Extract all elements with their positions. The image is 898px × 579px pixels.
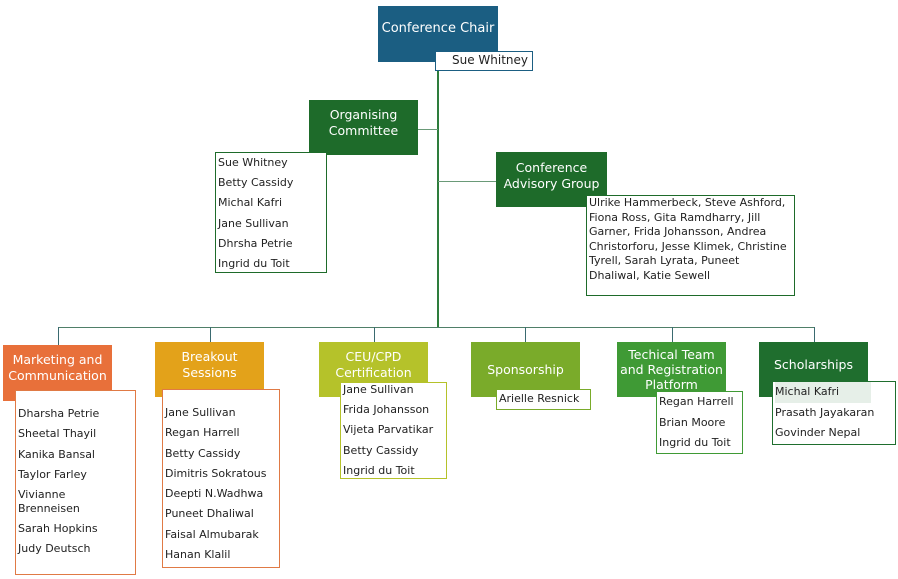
member: Betty Cassidy bbox=[343, 443, 419, 457]
member: Kanika Bansal bbox=[18, 447, 95, 461]
member: Hanan Klalil bbox=[165, 548, 231, 562]
drop-connector bbox=[672, 327, 673, 342]
organising-committee-node[interactable]: Organising Committee bbox=[309, 100, 418, 155]
drop-connector bbox=[525, 327, 526, 342]
member: Prasath Jayakaran bbox=[775, 405, 875, 419]
member: Dimitris Sokratous bbox=[165, 466, 267, 480]
member: Michal Kafri bbox=[218, 196, 283, 210]
member: Betty Cassidy bbox=[218, 176, 294, 190]
group-members-technical: Regan Harrell Brian Moore Ingrid du Toit bbox=[656, 391, 743, 454]
group-node-sponsorship[interactable]: Sponsorship bbox=[471, 342, 580, 397]
drop-connector bbox=[58, 327, 59, 345]
member: Sheetal Thayil bbox=[18, 427, 97, 441]
member: Judy Deutsch bbox=[18, 542, 91, 556]
advisory-group-members: Ulrike Hammerbeck, Steve Ashford, Fiona … bbox=[586, 195, 795, 296]
advisory-connector bbox=[438, 181, 496, 182]
member: Taylor Farley bbox=[18, 467, 87, 481]
member: Vijeta Parvatikar bbox=[343, 423, 434, 437]
member: Govinder Nepal bbox=[775, 426, 861, 439]
member: Jane Sullivan bbox=[343, 383, 414, 396]
member: Arielle Resnick bbox=[499, 392, 580, 405]
group-members-marketing: Dharsha Petrie Sheetal Thayil Kanika Ban… bbox=[15, 390, 136, 575]
group-members-sponsorship: Arielle Resnick bbox=[496, 389, 591, 410]
drop-connector bbox=[210, 327, 211, 342]
drop-connector bbox=[374, 327, 375, 342]
member: Vivianne Brenneisen bbox=[18, 488, 80, 516]
trunk-connector bbox=[437, 68, 439, 328]
member: Sarah Hopkins bbox=[18, 522, 98, 536]
member: Michal Kafri bbox=[775, 382, 871, 403]
member: Regan Harrell bbox=[165, 426, 240, 440]
member: Ingrid du Toit bbox=[659, 436, 731, 449]
member: Betty Cassidy bbox=[165, 446, 241, 460]
group-members-scholarships: Michal Kafri Prasath Jayakaran Govinder … bbox=[772, 381, 896, 445]
member: Brian Moore bbox=[659, 415, 726, 429]
member: Dharsha Petrie bbox=[18, 407, 100, 420]
member: Puneet Dhaliwal bbox=[165, 507, 254, 521]
advisory-group-node[interactable]: Conference Advisory Group bbox=[496, 152, 607, 207]
groups-bus-connector bbox=[58, 327, 815, 328]
member: Jane Sullivan bbox=[165, 406, 236, 419]
organising-committee-members: Sue Whitney Betty Cassidy Michal Kafri J… bbox=[215, 152, 327, 273]
member: Frida Johansson bbox=[343, 403, 430, 416]
member: Jane Sullivan bbox=[218, 216, 289, 230]
member: Deepti N.Wadhwa bbox=[165, 487, 264, 501]
drop-connector bbox=[814, 327, 815, 342]
member: Ingrid du Toit bbox=[343, 463, 415, 477]
member: Sue Whitney bbox=[218, 156, 288, 169]
conference-chair-member: Sue Whitney bbox=[435, 51, 533, 71]
organising-connector bbox=[418, 129, 438, 130]
member: Regan Harrell bbox=[659, 395, 734, 408]
member: Dhrsha Petrie bbox=[218, 236, 293, 250]
group-members-breakout: Jane Sullivan Regan Harrell Betty Cassid… bbox=[162, 389, 280, 568]
group-members-ceu-cpd: Jane Sullivan Frida Johansson Vijeta Par… bbox=[340, 382, 447, 479]
group-node-breakout[interactable]: Breakout Sessions bbox=[155, 342, 264, 397]
member: Faisal Almubarak bbox=[165, 527, 259, 541]
group-node-technical[interactable]: Techical Team and Registration Platform bbox=[617, 342, 726, 397]
member: Ingrid du Toit bbox=[218, 257, 290, 271]
